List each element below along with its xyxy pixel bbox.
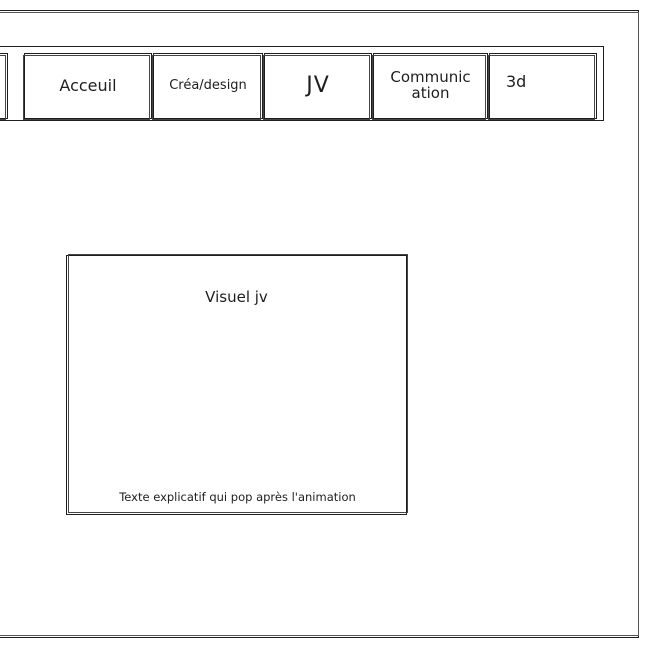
nav-item-acceuil[interactable]: Acceuil bbox=[23, 53, 152, 120]
visual-jv-box[interactable]: Visuel jv Texte explicatif qui pop après… bbox=[66, 254, 408, 515]
nav-item-jv[interactable]: JV bbox=[263, 53, 372, 120]
nav-item-3d[interactable]: 3d bbox=[488, 53, 597, 120]
nav-item-jv-label: JV bbox=[306, 73, 330, 99]
nav-item-communication-label: Communication bbox=[390, 68, 471, 102]
nav-item-acceuil-label: Acceuil bbox=[59, 75, 117, 95]
nav-item-crea-design-label: Créa/design bbox=[169, 78, 247, 94]
nav-item-partial[interactable] bbox=[0, 53, 8, 120]
nav-item-3d-label: 3d bbox=[506, 72, 527, 91]
page-frame bbox=[0, 10, 639, 638]
nav-item-communication[interactable]: Communication bbox=[372, 53, 488, 120]
visual-jv-caption: Texte explicatif qui pop après l'animati… bbox=[119, 490, 356, 504]
visual-jv-title: Visuel jv bbox=[205, 288, 268, 306]
nav-bar: Acceuil Créa/design JV Communication 3d bbox=[0, 46, 604, 121]
nav-item-crea-design[interactable]: Créa/design bbox=[152, 53, 263, 120]
